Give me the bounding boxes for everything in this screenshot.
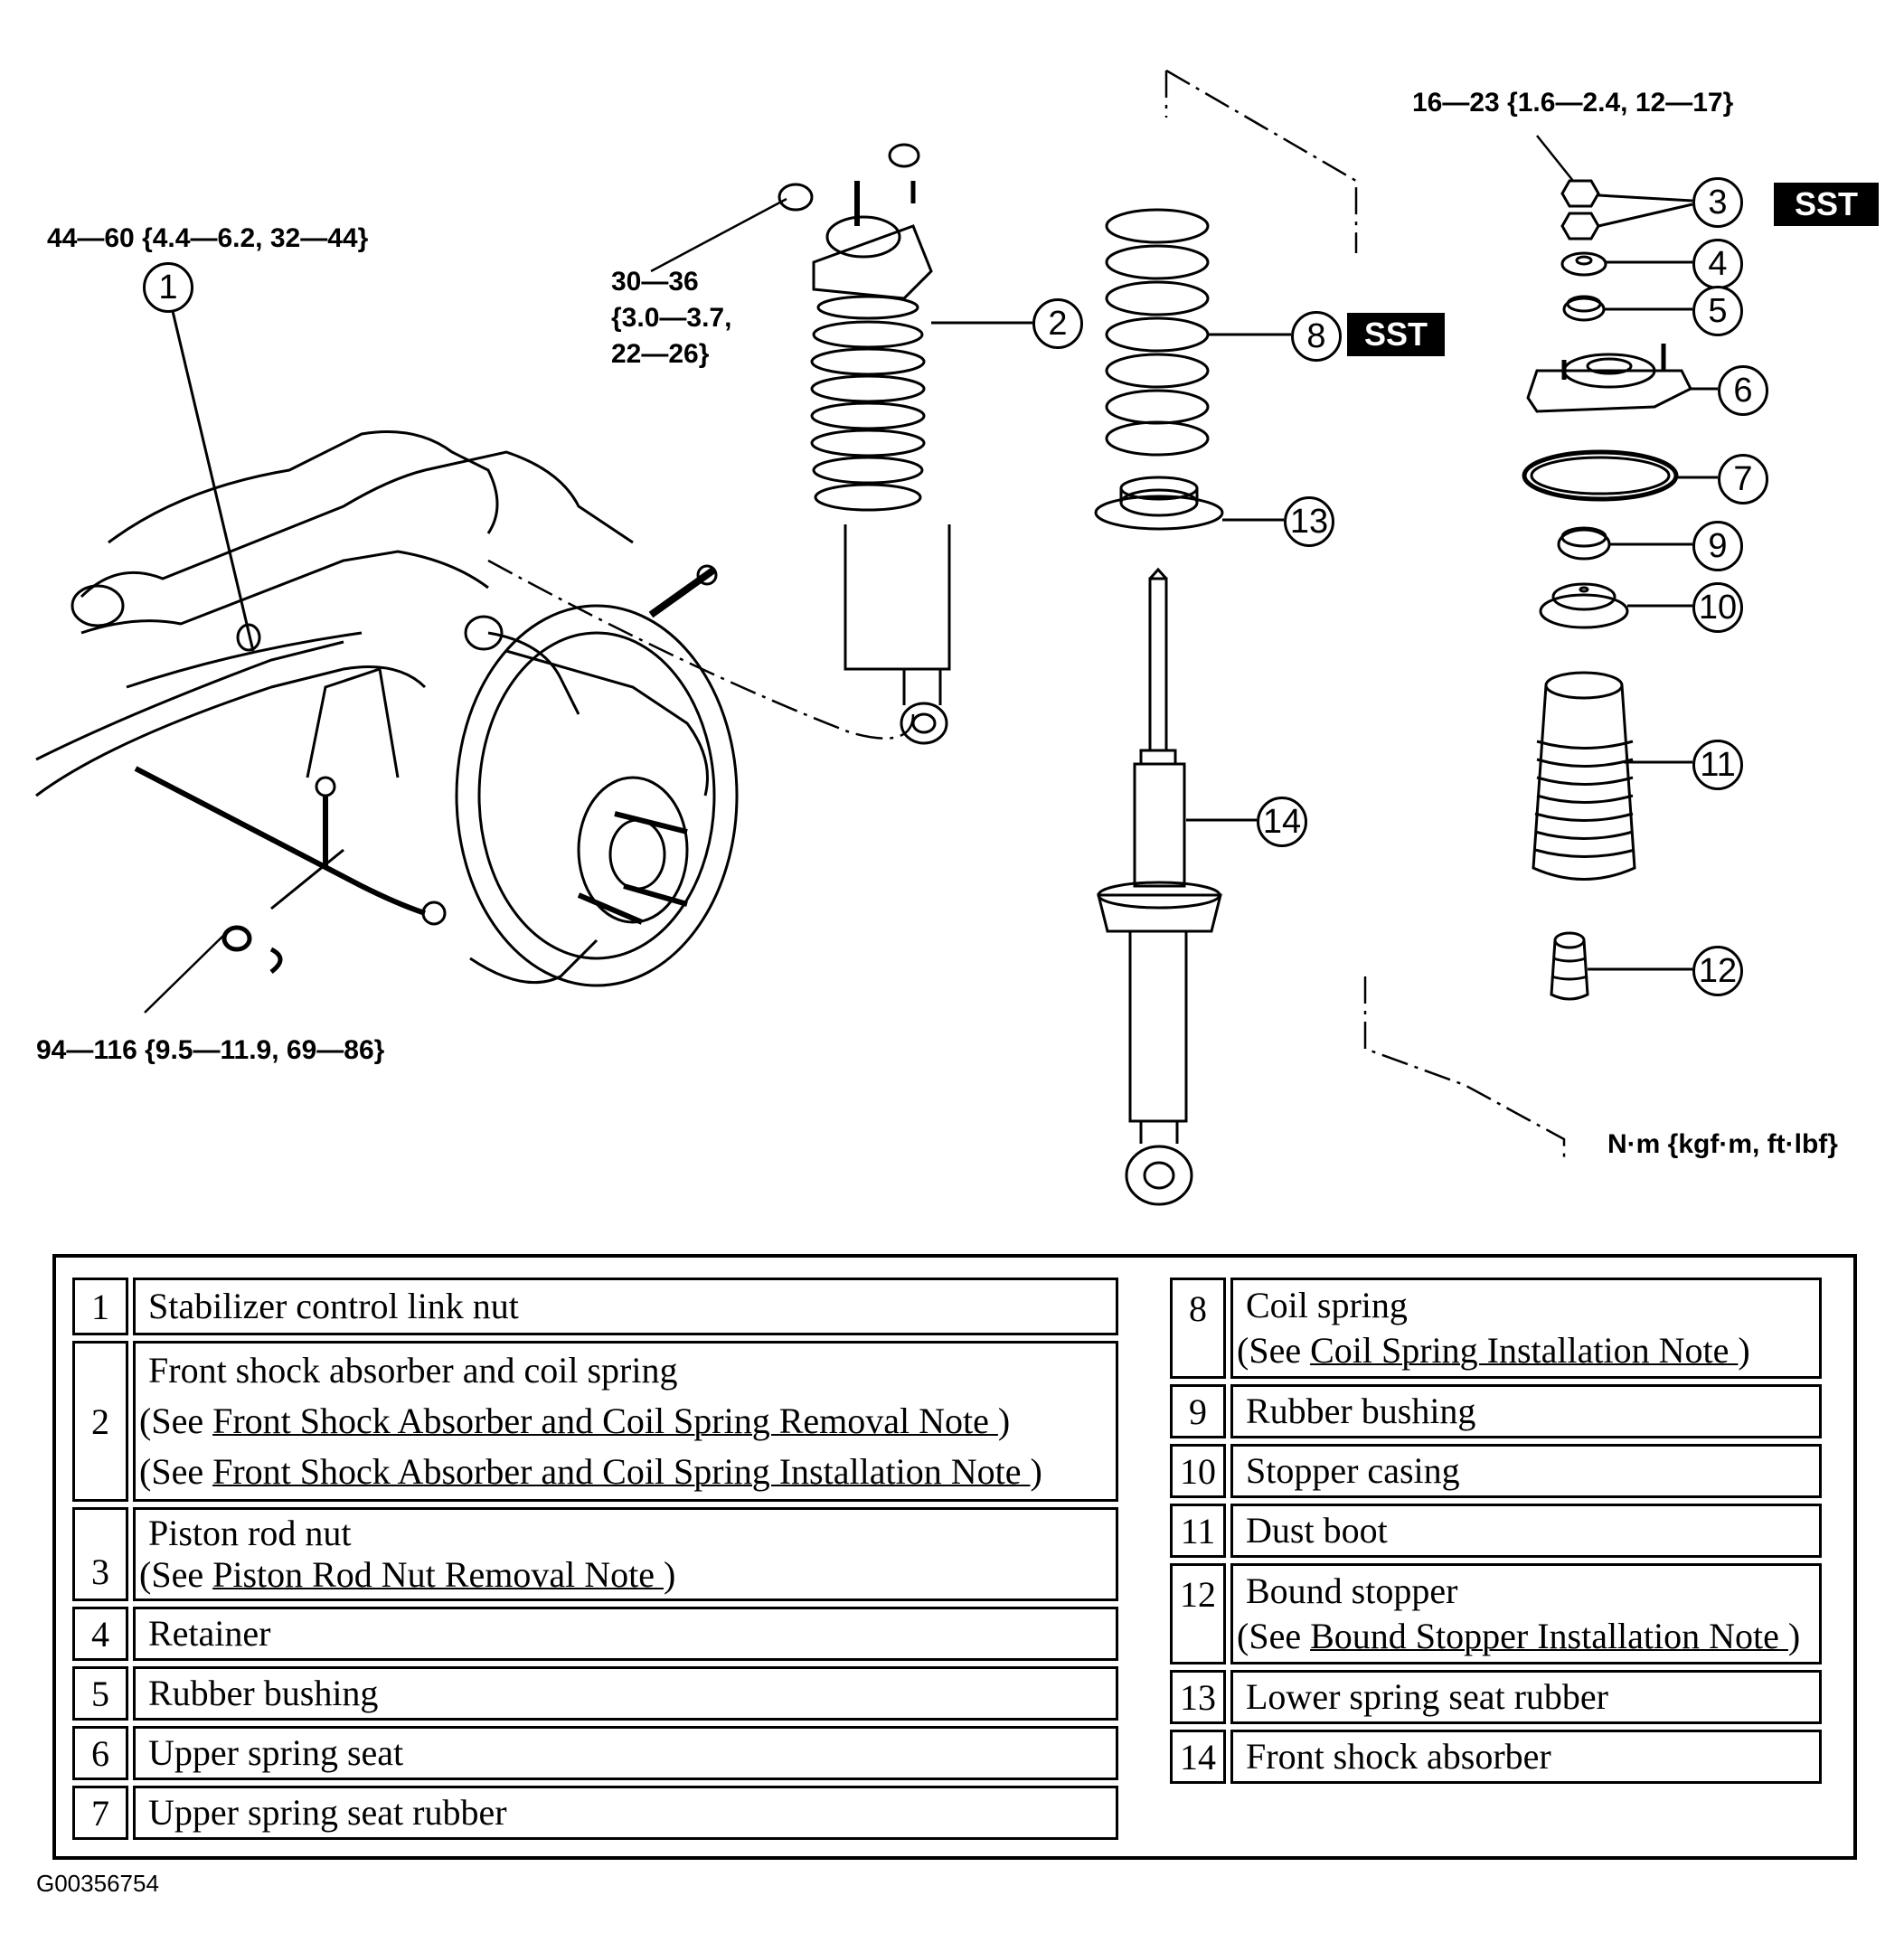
exploded-view-drawing: [35, 69, 1718, 1206]
legend-part-name: Upper spring seat: [148, 1732, 404, 1773]
legend-number: 5: [72, 1666, 128, 1721]
callout-8: 8: [1291, 311, 1342, 362]
callout-14: 14: [1257, 797, 1307, 847]
legend-number: 10: [1170, 1444, 1226, 1498]
legend-row-13: 13 Lower spring seat rubber: [1170, 1670, 1822, 1724]
coil-spring-note-link[interactable]: Coil Spring Installation Note: [1310, 1330, 1739, 1371]
legend-part-name: Front shock absorber: [1246, 1736, 1551, 1777]
legend-row-12: 12 Bound stopper (See Bound Stopper Inst…: [1170, 1563, 1822, 1664]
sst-tag-part-3: SST: [1774, 183, 1879, 226]
torque-label-part-1: 44—60 {4.4—6.2, 32—44}: [47, 223, 369, 253]
callout-12: 12: [1692, 946, 1743, 996]
piston-rod-nut-note-link[interactable]: Piston Rod Nut Removal Note: [212, 1554, 664, 1595]
installation-note-link[interactable]: Front Shock Absorber and Coil Spring Ins…: [212, 1451, 1031, 1492]
legend-row-11: 11 Dust boot: [1170, 1504, 1822, 1558]
callout-6: 6: [1718, 365, 1768, 416]
legend-part-name: Bound stopper: [1246, 1570, 1458, 1611]
torque-label-part-2-line2: {3.0—3.7,: [611, 303, 732, 333]
legend-row-6: 6 Upper spring seat: [72, 1726, 1118, 1780]
legend-part-name: Dust boot: [1246, 1510, 1388, 1551]
leader-line-1: [170, 306, 255, 652]
callout-13: 13: [1284, 496, 1334, 547]
callout-10: 10: [1692, 582, 1743, 633]
part-3-nuts: [1560, 179, 1600, 240]
legend-part-name: Front shock absorber and coil spring: [148, 1350, 678, 1391]
legend-part-name: Rubber bushing: [148, 1673, 379, 1713]
torque-label-part-2-line1: 30—36: [611, 267, 699, 297]
torque-label-nut: 94—116 {9.5—11.9, 69—86}: [36, 1035, 385, 1065]
callout-9: 9: [1692, 521, 1743, 571]
figure-id: G00356754: [36, 1870, 159, 1897]
part-6-upper-spring-seat: [1526, 344, 1693, 413]
legend-number: 12: [1170, 1563, 1226, 1664]
legend-number: 11: [1170, 1504, 1226, 1558]
part-12-bound-stopper: [1550, 931, 1589, 1001]
legend-row-9: 9 Rubber bushing: [1170, 1384, 1822, 1438]
legend-row-10: 10 Stopper casing: [1170, 1444, 1822, 1498]
legend-number: 2: [72, 1341, 128, 1502]
callout-1: 1: [143, 262, 193, 313]
legend-row-7: 7 Upper spring seat rubber: [72, 1786, 1118, 1840]
torque-label-part-3: 16—23 {1.6—2.4, 12—17}: [1412, 88, 1734, 118]
callout-11: 11: [1692, 740, 1743, 790]
callout-2: 2: [1032, 298, 1083, 349]
legend-number: 9: [1170, 1384, 1226, 1438]
lower-spring-seat-rubber: [1094, 476, 1224, 531]
shock-absorber-assembly: [778, 143, 951, 745]
torque-label-part-2-line3: 22—26}: [611, 339, 710, 369]
part-9-rubber-bushing: [1557, 526, 1611, 561]
legend-part-name: Retainer: [148, 1613, 271, 1654]
legend-number: 14: [1170, 1730, 1226, 1784]
legend-row-2: 2 Front shock absorber and coil spring (…: [72, 1341, 1118, 1502]
legend-row-3: 3 Piston rod nut (See Piston Rod Nut Rem…: [72, 1507, 1118, 1601]
legend-part-name: Coil spring: [1246, 1285, 1408, 1325]
legend-row-4: 4 Retainer: [72, 1607, 1118, 1661]
coil-spring: [1105, 208, 1210, 457]
legend-part-name: Lower spring seat rubber: [1246, 1676, 1608, 1717]
legend-number: 7: [72, 1786, 128, 1840]
legend-row-1: 1 Stabilizer control link nut: [72, 1278, 1118, 1335]
legend-row-8: 8 Coil spring (See Coil Spring Installat…: [1170, 1278, 1822, 1379]
legend-part-name: Stabilizer control link nut: [148, 1286, 519, 1326]
removal-note-link[interactable]: Front Shock Absorber and Coil Spring Rem…: [212, 1400, 998, 1441]
legend-part-name: Upper spring seat rubber: [148, 1792, 507, 1833]
front-shock-absorber: [1097, 567, 1222, 1206]
part-11-dust-boot: [1532, 671, 1636, 881]
legend-number: 1: [72, 1278, 128, 1335]
legend-part-name: Piston rod nut: [148, 1513, 352, 1553]
part-4-retainer: [1560, 251, 1607, 277]
parts-legend: 1 Stabilizer control link nut 2 Front sh…: [52, 1254, 1857, 1860]
part-10-stopper-casing: [1539, 582, 1629, 629]
callout-3: 3: [1692, 177, 1743, 228]
legend-number: 3: [72, 1507, 128, 1601]
legend-number: 13: [1170, 1670, 1226, 1724]
legend-row-5: 5 Rubber bushing: [72, 1666, 1118, 1721]
legend-number: 4: [72, 1607, 128, 1661]
legend-number: 8: [1170, 1278, 1226, 1379]
part-7-upper-spring-seat-rubber: [1522, 449, 1679, 502]
callout-7: 7: [1718, 454, 1768, 505]
legend-row-14: 14 Front shock absorber: [1170, 1730, 1822, 1784]
legend-number: 6: [72, 1726, 128, 1780]
suspension-assembly: [35, 430, 739, 987]
torque-units-label: N·m {kgf·m, ft·lbf}: [1607, 1129, 1838, 1159]
callout-5: 5: [1692, 286, 1743, 336]
part-5-rubber-bushing: [1562, 295, 1606, 322]
legend-part-name: Stopper casing: [1246, 1450, 1460, 1491]
bound-stopper-note-link[interactable]: Bound Stopper Installation Note: [1310, 1616, 1788, 1656]
callout-4: 4: [1692, 239, 1743, 289]
legend-part-name: Rubber bushing: [1246, 1391, 1476, 1431]
sst-tag-part-8: SST: [1347, 313, 1445, 356]
